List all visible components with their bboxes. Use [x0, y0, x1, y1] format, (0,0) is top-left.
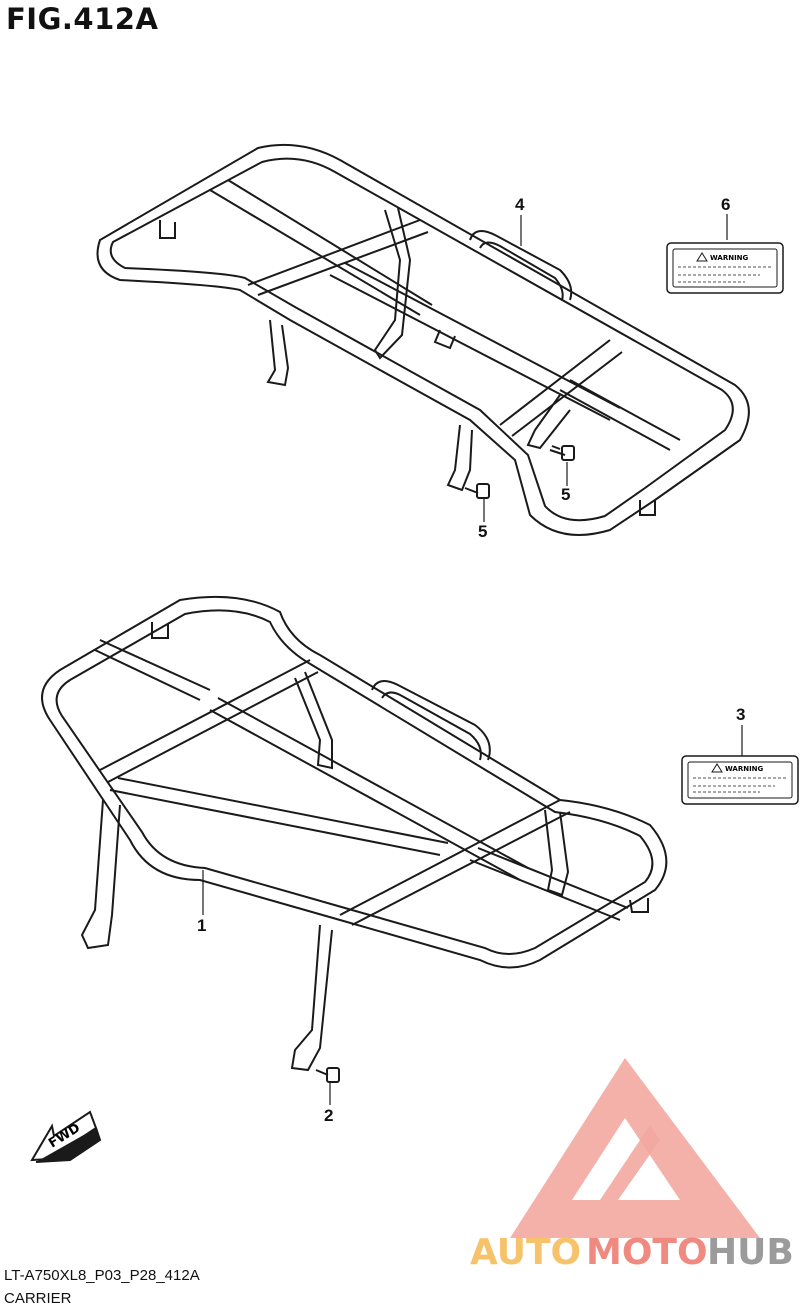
- figure-title: FIG.412A: [6, 2, 159, 36]
- warning-triangle-icon: [696, 252, 708, 262]
- callout-part-1: 1: [197, 916, 207, 935]
- fwd-arrow-icon: FWD: [30, 1110, 102, 1163]
- rear-carrier-frame: [96, 143, 750, 536]
- callout-part-3: 3: [736, 705, 746, 724]
- bolt-icon: [315, 1067, 340, 1083]
- warning-label-part-6: WARNING: [666, 242, 784, 294]
- callout-part-2: 2: [324, 1106, 334, 1125]
- callout-part-4: 4: [515, 195, 525, 214]
- callout-part-6: 6: [721, 195, 731, 214]
- warning-triangle-icon: [711, 763, 723, 773]
- watermark-brand-hub: HUB: [707, 1232, 794, 1273]
- watermark-brand-auto: AUTO: [470, 1232, 581, 1273]
- bolt-icon: [464, 483, 490, 499]
- model-code: LT-A750XL8_P03_P28_412A: [4, 1267, 200, 1284]
- watermark-triangle-icon: [510, 1058, 760, 1238]
- watermark-brand-moto: MOTO: [586, 1232, 708, 1273]
- leader-lines: [202, 214, 743, 1105]
- front-carrier-frame: [41, 595, 668, 1072]
- section-name: CARRIER: [4, 1290, 72, 1307]
- callout-part-5-lower: 5: [478, 522, 488, 541]
- warning-label-part-3: WARNING: [681, 755, 799, 805]
- warning-label-text: WARNING: [725, 765, 764, 773]
- callout-part-5-upper: 5: [561, 485, 571, 504]
- bolt-icon: [549, 445, 575, 461]
- watermark-logo: AUTO MOTO HUB: [470, 1058, 794, 1273]
- warning-label-text: WARNING: [710, 254, 749, 262]
